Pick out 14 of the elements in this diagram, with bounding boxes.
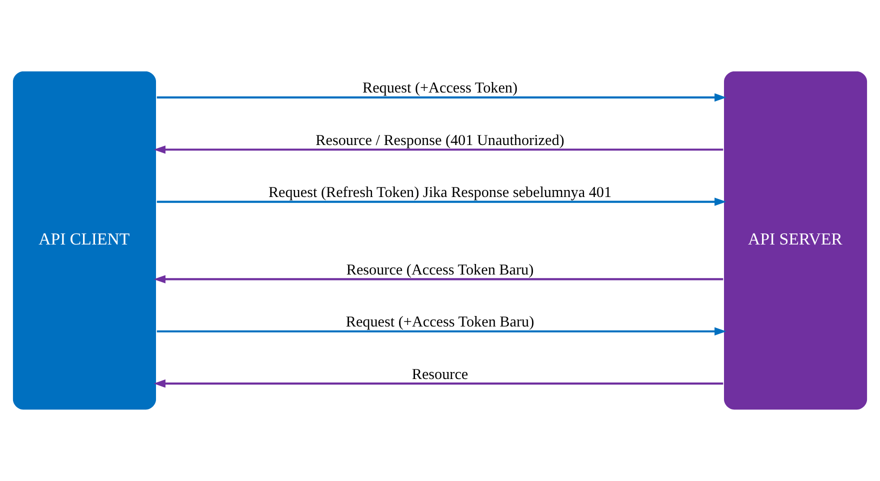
- arrow: [154, 379, 724, 388]
- edge-label: Request (+Access Token): [362, 80, 518, 97]
- arrow: [156, 327, 726, 336]
- node-box: API CLIENT: [12, 71, 156, 410]
- edge-label: Resource / Response (401 Unauthorized): [316, 132, 564, 149]
- edge-label: Request (Refresh Token) Jika Response sebelumnya 401: [268, 185, 612, 202]
- edge-label: Resource: [412, 366, 468, 383]
- node-box: API SERVER: [724, 71, 868, 410]
- arrow: [156, 93, 726, 102]
- arrow: [154, 275, 724, 284]
- edge-label: Resource (Access Token Baru): [346, 262, 534, 278]
- arrow: [156, 198, 726, 206]
- edge-label: Request (+Access Token Baru): [346, 314, 534, 331]
- arrow: [154, 145, 724, 154]
